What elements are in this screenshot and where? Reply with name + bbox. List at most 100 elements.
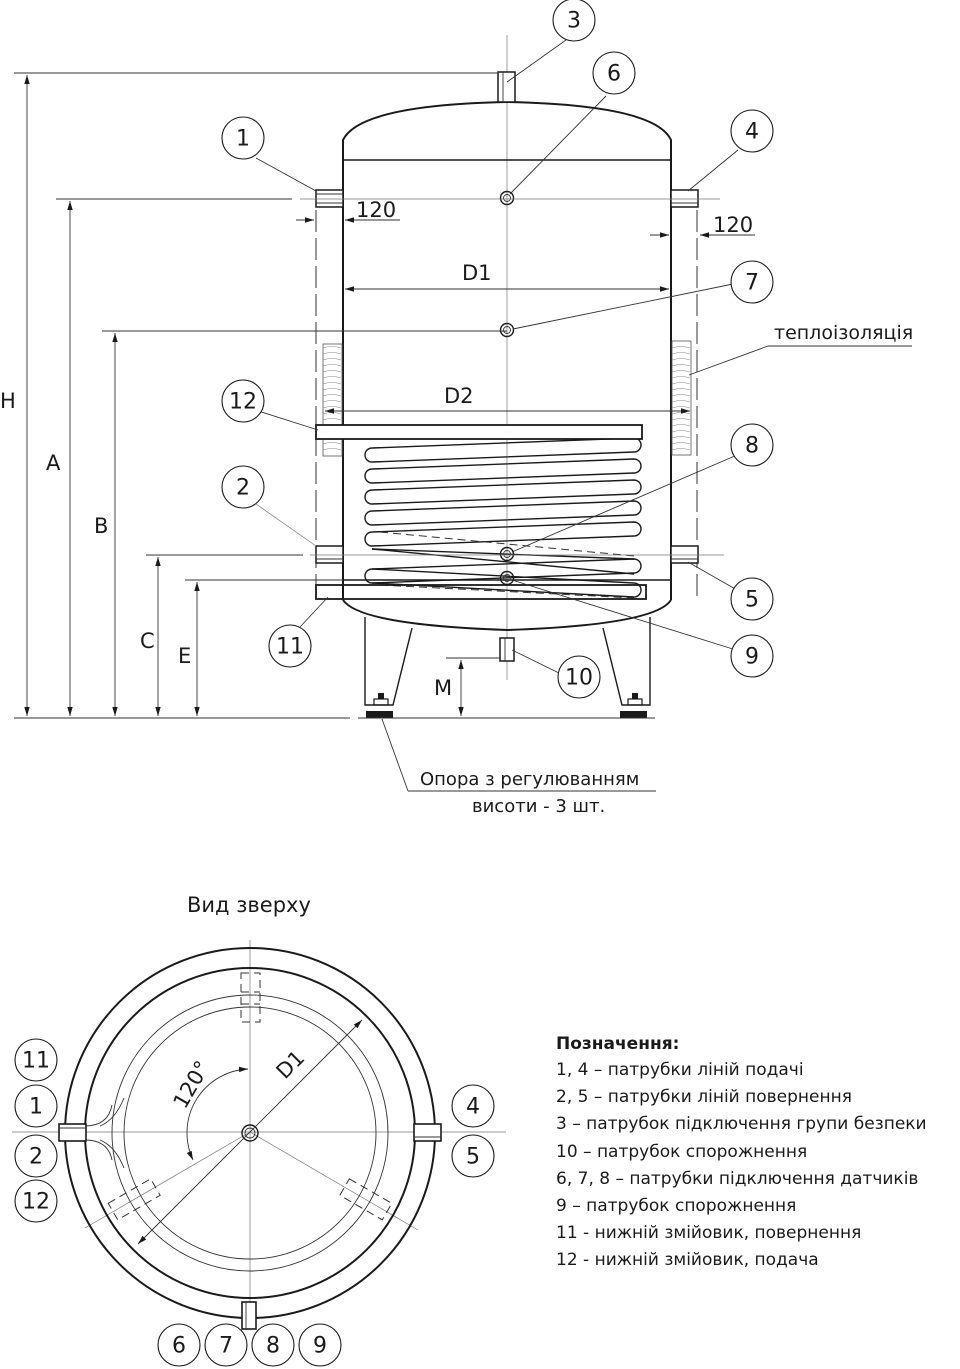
callout-number: 11	[22, 1049, 50, 1074]
top-callout-12: 12	[14, 1179, 58, 1223]
bottom-dome	[342, 599, 672, 632]
dim-label-A: A	[46, 451, 61, 475]
coil-outer-circle	[111, 994, 389, 1272]
sensor-port-7	[499, 322, 515, 338]
top-callout-2: 2	[14, 1134, 58, 1178]
side-view: H A B C E M D1 D2 120 120	[0, 0, 913, 817]
top-callout-6: 6	[157, 1323, 201, 1367]
heat-exchanger-coil	[364, 437, 642, 599]
top-callout-9: 9	[298, 1323, 342, 1367]
legend-item: 3 – патрубок підключення групи безпеки	[556, 1114, 927, 1135]
dim-label-D1: D1	[462, 261, 492, 285]
callout-number: 7	[745, 271, 759, 296]
nozzle-5	[670, 545, 699, 564]
callout-10: 10	[557, 655, 601, 699]
nozzle-2	[315, 545, 344, 564]
dim-label-H: H	[0, 389, 16, 413]
callout-4: 4	[730, 109, 774, 153]
insulation-label: теплоізоляція	[774, 322, 913, 344]
callout-2: 2	[221, 465, 265, 509]
coil-turn	[364, 558, 642, 584]
dim-label-E: E	[178, 644, 191, 668]
top-nozzle-right	[413, 1123, 442, 1142]
callout-number: 2	[29, 1145, 43, 1170]
coil-turn	[364, 521, 642, 547]
callout-1: 1	[221, 116, 265, 160]
callout-number: 5	[466, 1145, 480, 1170]
coil-pipe-11	[315, 584, 647, 600]
nozzle-10	[499, 637, 515, 662]
angle-arc	[186, 1066, 249, 1161]
top-callout-5: 5	[451, 1134, 495, 1178]
coil-turn	[364, 500, 642, 526]
legend-item: 6, 7, 8 – патрубки підключення датчиків	[556, 1168, 919, 1189]
dim-label-120-left: 120	[356, 198, 396, 222]
callout-number: 8	[266, 1334, 280, 1359]
callout-number: 10	[565, 666, 593, 691]
drain-port-9	[499, 570, 515, 586]
top-callout-8: 8	[251, 1323, 295, 1367]
top-view-title: Вид зверху	[187, 893, 311, 917]
top-callout-11: 11	[14, 1038, 58, 1082]
callout-number: 4	[745, 120, 759, 145]
coil-inner-circle	[123, 1006, 377, 1260]
coil-turn	[364, 479, 642, 505]
legend-item: 2, 5 – патрубки ліній повернення	[556, 1087, 852, 1108]
callout-number: 12	[22, 1190, 50, 1215]
top-view: Вид зверху	[12, 893, 506, 1367]
legend-item: 1, 4 – патрубки ліній подачі	[556, 1060, 804, 1080]
callout-number: 3	[567, 9, 581, 34]
callout-11: 11	[268, 624, 312, 668]
legend-title: Позначення:	[556, 1034, 680, 1054]
legend-item: 10 – патрубок спорожнення	[556, 1141, 808, 1162]
legend-item: 12 - нижній змійовик, подача	[556, 1250, 819, 1271]
callout-9: 9	[730, 634, 774, 678]
top-callout-7: 7	[204, 1323, 248, 1367]
adjustable-foot	[366, 711, 393, 718]
nozzle-4	[670, 189, 699, 208]
callout-number: 1	[236, 127, 250, 152]
hidden-leg-top	[240, 972, 261, 1023]
callout-6: 6	[592, 51, 636, 95]
sensor-port-8	[499, 546, 515, 562]
angle-label: 120°	[169, 1057, 215, 1113]
callout-number: 7	[219, 1334, 233, 1359]
dimension-lines	[14, 72, 755, 719]
diameter-arrow	[137, 1019, 363, 1245]
support-legs	[364, 617, 651, 718]
callout-number: 6	[607, 62, 621, 87]
dim-label-C: C	[140, 629, 155, 653]
legend-item: 11 - нижній змійовик, повернення	[556, 1223, 862, 1244]
top-nozzle-left	[58, 1123, 87, 1142]
callout-3: 3	[552, 0, 596, 42]
callout-5: 5	[730, 577, 774, 621]
callout-12: 12	[221, 379, 265, 423]
callout-number: 12	[229, 390, 257, 415]
coil-turn	[364, 437, 642, 463]
callout-number: 9	[745, 645, 759, 670]
callout-7: 7	[730, 260, 774, 304]
nozzle-3	[497, 71, 516, 103]
nozzle-1	[315, 189, 344, 208]
top-nozzle-bottom	[241, 1301, 257, 1330]
coil-pipe-12	[315, 424, 643, 440]
leader-lines	[251, 39, 912, 792]
callout-number: 5	[745, 588, 759, 613]
callout-number: 2	[236, 476, 250, 501]
support-label-line2: висоти - 3 шт.	[472, 796, 605, 817]
callout-number: 8	[745, 434, 759, 459]
legend: Позначення: 1, 4 – патрубки ліній подачі…	[556, 1034, 927, 1275]
adjustable-foot	[620, 711, 647, 718]
dim-label-M: M	[434, 676, 452, 700]
support-label-line1: Опора з регулюванням	[420, 769, 639, 790]
dim-label-120-right: 120	[713, 213, 753, 237]
callout-number: 4	[466, 1095, 480, 1120]
callout-8: 8	[730, 423, 774, 467]
dim-label-B: B	[94, 514, 108, 538]
top-callout-1: 1	[14, 1084, 58, 1128]
callout-number: 11	[276, 635, 304, 660]
legend-item: 9 – патрубок спорожнення	[556, 1196, 797, 1217]
callout-number: 9	[313, 1334, 327, 1359]
dim-label-D2: D2	[444, 384, 474, 408]
